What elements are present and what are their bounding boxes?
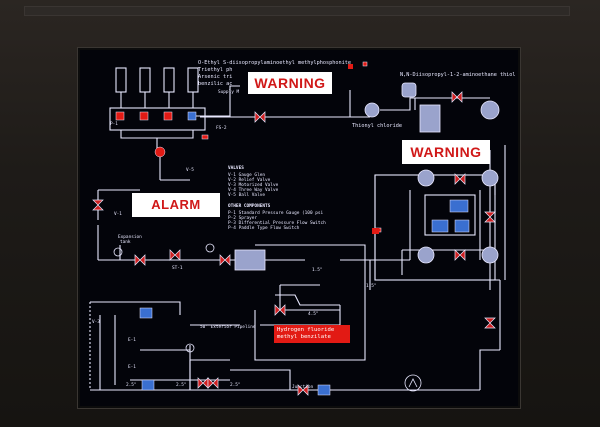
fs-label: FS-2 xyxy=(216,126,227,131)
valve-right-low[interactable] xyxy=(454,249,466,261)
pipe-size: 2.5" xyxy=(176,383,187,388)
legend-valve-1: V-1 Gauge Glen xyxy=(228,173,266,178)
blue-tank-4[interactable] xyxy=(139,307,153,319)
gauge-p2[interactable] xyxy=(205,243,215,253)
legend-valve-5: V-5 Ball Valve xyxy=(228,193,266,198)
valve-right-bottom[interactable] xyxy=(484,317,496,329)
valve-st-right[interactable] xyxy=(219,254,231,266)
feed-tank-4[interactable] xyxy=(187,67,199,93)
process-diagram xyxy=(89,61,506,396)
hazard-label-box: Hydrogen fluoride methyl benzilate xyxy=(274,325,350,343)
flag-icon xyxy=(372,228,379,234)
chem-line-4: benzilic ac xyxy=(198,81,233,87)
pump-symbol[interactable] xyxy=(404,374,422,392)
flag-1 xyxy=(201,134,209,140)
v3-label: V-3 xyxy=(92,320,100,325)
process-vessel-3[interactable] xyxy=(417,246,435,264)
valve-st-left[interactable] xyxy=(134,254,146,266)
thionyl-label: Thionyl chloride xyxy=(352,123,402,129)
legend-valve-3: V-3 Motorized Valve xyxy=(228,183,279,188)
flag-icon xyxy=(348,64,353,69)
pipe-size: 4.5" xyxy=(308,312,319,317)
chem-line-1: O-Ethyl S-diisopropylaminoethyl methylph… xyxy=(198,60,352,66)
valve-hx[interactable] xyxy=(274,304,286,316)
e1-label: E-1 xyxy=(128,338,136,343)
indicator-3 xyxy=(163,111,173,121)
legend-valves-title: VALVES xyxy=(228,166,244,171)
valve-bottom-3[interactable] xyxy=(297,384,309,396)
pipe-size: 1.5" xyxy=(312,268,323,273)
blue-tank-2[interactable] xyxy=(431,219,449,233)
legend-components-title: OTHER COMPONENTS xyxy=(228,204,271,209)
legend-valve-4: V-4 Three Way Valve xyxy=(228,188,279,193)
e1-label-2: E-1 xyxy=(128,365,136,370)
warning-banner-top: WARNING xyxy=(248,72,332,94)
aminoethane-label: N,N-Diisopropyl-1-2-aminoethane thiol xyxy=(400,72,516,78)
indicator-1 xyxy=(115,111,125,121)
bezel-top-strip xyxy=(24,6,570,16)
valve-bottom-2[interactable] xyxy=(207,377,219,389)
blue-tank-6[interactable] xyxy=(317,384,331,396)
flag-3 xyxy=(362,61,368,67)
expansion-label-1: Expansion xyxy=(118,235,142,240)
storage-tank[interactable] xyxy=(419,104,441,133)
alarm-banner: ALARM xyxy=(132,193,220,217)
p1-label: P-1 xyxy=(110,122,118,127)
chem-line-3: Arsenic tri xyxy=(198,74,233,80)
pipe-size: 2.5" xyxy=(126,383,137,388)
feed-tank-1[interactable] xyxy=(115,67,127,93)
pump-arrow-icon xyxy=(408,378,418,388)
v5-label: V-5 xyxy=(186,168,194,173)
process-vessel-1[interactable] xyxy=(417,169,435,187)
chem-line-2: Triethyl ph xyxy=(198,67,233,73)
valve-top-main[interactable] xyxy=(254,111,266,123)
feed-tank-2[interactable] xyxy=(139,67,151,93)
valve-v1[interactable] xyxy=(92,199,104,211)
valve-right-top[interactable] xyxy=(451,91,463,103)
valve-right-mid[interactable] xyxy=(454,173,466,185)
indicator-4 xyxy=(187,111,197,121)
blue-tank-3[interactable] xyxy=(454,219,470,233)
junction-label: Junction xyxy=(292,385,314,390)
legend-valve-2: V-2 Relief Valve xyxy=(228,178,271,183)
gauge-p3[interactable] xyxy=(185,343,195,353)
pipeline-label: 50' Exterior Pipeline xyxy=(200,325,256,330)
alarm-indicator xyxy=(154,146,166,158)
blue-tank-1[interactable] xyxy=(449,199,469,213)
indicator-2 xyxy=(139,111,149,121)
process-vessel-2[interactable] xyxy=(481,169,499,187)
pipe-size: 1.5" xyxy=(366,284,377,289)
feed-tank-3[interactable] xyxy=(163,67,175,93)
st-label: ST-1 xyxy=(172,266,183,271)
legend-comp-4: P-4 Paddle Type Flow Switch xyxy=(228,226,300,231)
hmi-screen: O-Ethyl S-diisopropylaminoethyl methylph… xyxy=(80,50,518,406)
legend-comp-1: P-1 Standard Pressure Gauge (100 psi xyxy=(228,211,324,216)
pump-unit[interactable] xyxy=(401,82,417,98)
gauge-p1[interactable] xyxy=(113,247,123,257)
blue-tank-5[interactable] xyxy=(141,379,155,391)
aminoethane-vessel[interactable] xyxy=(480,100,500,120)
warning-banner-right: WARNING xyxy=(402,140,490,164)
v1-label: V-1 xyxy=(114,212,122,217)
valve-right-side[interactable] xyxy=(484,211,496,223)
process-vessel-4[interactable] xyxy=(481,246,499,264)
legend-comp-3: P-3 Differential Pressure Flow Switch xyxy=(228,221,326,226)
reactor-block[interactable] xyxy=(424,194,476,236)
legend-comp-2: P-2 Sprayer xyxy=(228,216,258,221)
manifold-box xyxy=(109,107,206,131)
hazard-line-2: methyl benzilate xyxy=(277,334,331,340)
supply-label: Supply M xyxy=(218,90,240,95)
hazard-line-1: Hydrogen fluoride xyxy=(277,327,335,333)
heat-exchanger[interactable] xyxy=(234,249,266,271)
expansion-label-2: tank xyxy=(120,240,131,245)
pipe-size: 2.5" xyxy=(230,383,241,388)
thionyl-vessel[interactable] xyxy=(364,102,380,118)
valve-mid[interactable] xyxy=(169,249,181,261)
